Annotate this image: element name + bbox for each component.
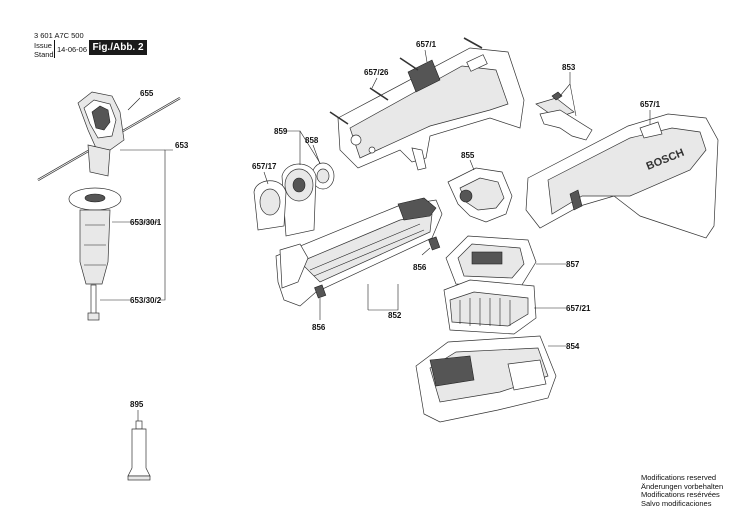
label-657-1-right: 657/1 bbox=[640, 100, 661, 109]
handle-bolt bbox=[87, 284, 100, 321]
grease-tube bbox=[127, 420, 151, 481]
label-859: 859 bbox=[274, 127, 288, 136]
label-895: 895 bbox=[130, 400, 144, 409]
label-854: 854 bbox=[566, 342, 580, 351]
label-655: 655 bbox=[140, 89, 154, 98]
housing-half-top bbox=[337, 47, 525, 171]
label-856-a: 856 bbox=[312, 323, 326, 332]
note-es: Salvo modificaciones bbox=[641, 498, 712, 508]
header-divider bbox=[54, 40, 55, 58]
revision-date: 14-06-06 bbox=[57, 45, 88, 54]
doc-number: 3 601 A7C 500 bbox=[34, 31, 84, 40]
label-653-30-2: 653/30/2 bbox=[130, 296, 162, 305]
label-852: 852 bbox=[388, 311, 402, 320]
filter-cover bbox=[445, 235, 537, 289]
front-seal bbox=[253, 180, 287, 231]
seal-ring-856b bbox=[428, 236, 441, 251]
label-657-26: 657/26 bbox=[364, 68, 389, 77]
note-de: Änderungen vorbehalten bbox=[641, 481, 724, 491]
label-856-b: 856 bbox=[413, 263, 427, 272]
note-fr: Modifications resérvées bbox=[641, 490, 720, 500]
filter-housing-cap bbox=[281, 163, 317, 237]
dust-container bbox=[415, 335, 557, 423]
label-858: 858 bbox=[305, 136, 319, 145]
label-653-30-1: 653/30/1 bbox=[130, 218, 162, 227]
housing-half-right: BOSCH bbox=[525, 113, 719, 239]
seal-ring-856a bbox=[314, 284, 327, 299]
label-657-17: 657/17 bbox=[252, 162, 277, 171]
label-857: 857 bbox=[566, 260, 580, 269]
label-855: 855 bbox=[461, 151, 475, 160]
housing-screws bbox=[329, 37, 483, 125]
issue-label: Issue bbox=[34, 41, 52, 50]
figure-tag: Fig./Abb. 2 bbox=[89, 40, 147, 55]
latch-clip bbox=[535, 91, 593, 141]
valve-assembly bbox=[447, 167, 513, 223]
auxiliary-handle-grip bbox=[68, 187, 122, 285]
leader-lines bbox=[100, 49, 651, 421]
handle-clamp-ring bbox=[77, 91, 125, 177]
label-657-1-top: 657/1 bbox=[416, 40, 437, 49]
label-653: 653 bbox=[175, 141, 189, 150]
modification-notes: Modifications reserved Änderungen vorbeh… bbox=[641, 473, 724, 508]
suction-tube bbox=[275, 197, 443, 307]
stand-label: Stand bbox=[34, 50, 54, 59]
filter-cartridge bbox=[443, 279, 537, 335]
note-en: Modifications reserved bbox=[641, 473, 717, 482]
label-853: 853 bbox=[562, 63, 576, 72]
label-657-21: 657/21 bbox=[566, 304, 591, 313]
